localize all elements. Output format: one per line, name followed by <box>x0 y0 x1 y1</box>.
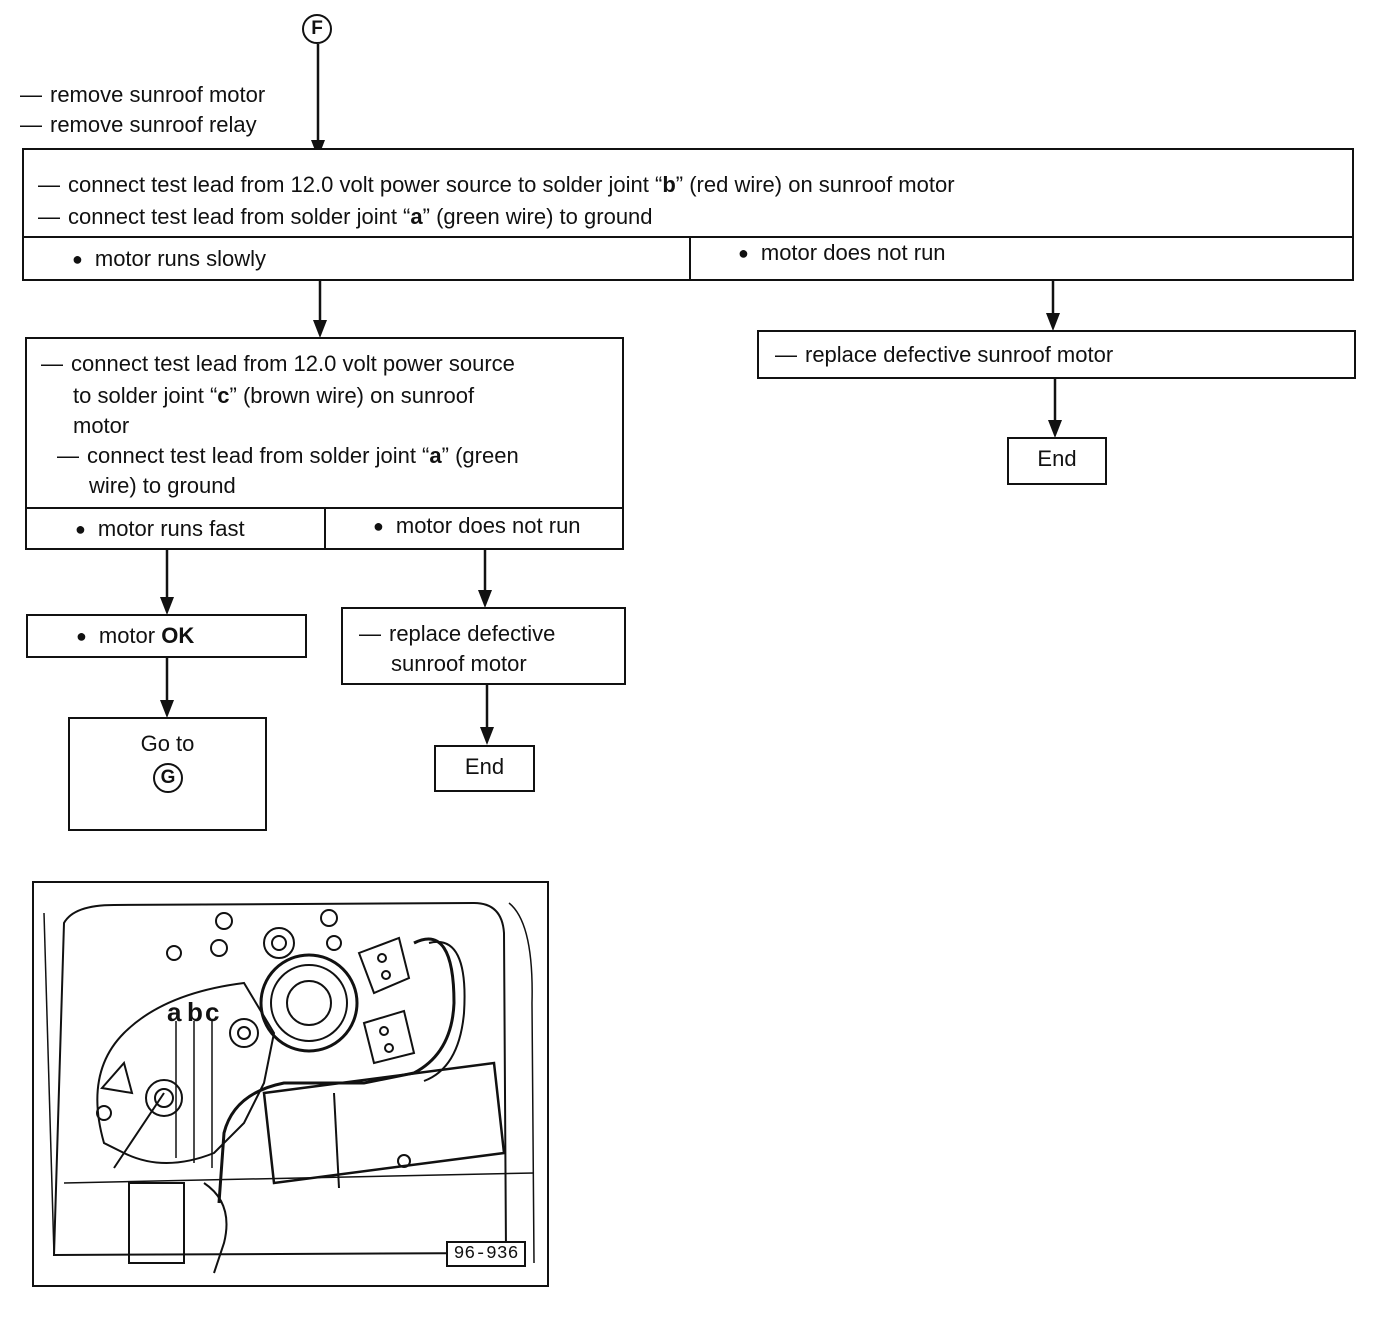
step2-line1b: to solder joint “c” (brown wire) on sunr… <box>73 383 475 408</box>
pre-step-remove-motor: remove sunroof motor <box>20 80 265 110</box>
step1-line-b: connect test lead from 12.0 volt power s… <box>38 170 955 200</box>
arrow-step2-left-to-motor-ok-head <box>160 597 174 615</box>
arrow-motor-ok-to-goto-head <box>160 700 174 718</box>
arrow-step1-left-to-step2-head <box>313 320 327 338</box>
arrow-step2-right-to-replace2-head <box>478 590 492 608</box>
step2-line2b: wire) to ground <box>89 473 236 498</box>
motor-ok-box: motor OK <box>26 614 307 658</box>
motor-ok-text: motor OK <box>76 621 194 652</box>
sunroof-motor-drawing: a b c <box>43 901 535 1274</box>
step1-line-a: connect test lead from solder joint “a” … <box>38 202 653 232</box>
goto-label: Go to <box>140 731 195 756</box>
replace1-box: replace defective sunroof motor <box>757 330 1356 379</box>
step2-line1a: connect test lead from 12.0 volt power s… <box>41 349 515 379</box>
solder-label-a: a <box>167 997 182 1027</box>
step2-line1c: motor <box>73 413 130 438</box>
step2-line2a: connect test lead from solder joint “a” … <box>57 441 519 471</box>
start-marker-f: F <box>302 14 332 44</box>
solder-label-c: c <box>205 997 219 1027</box>
arrow-replace1-to-end1-head <box>1048 420 1062 438</box>
step1-outcome-not-run: motor does not run <box>738 238 946 269</box>
arrow-replace2-to-end2-head <box>480 727 494 745</box>
replace2-box: replace defective sunroof motor <box>341 607 626 685</box>
sunroof-motor-photo: a b c <box>32 881 549 1287</box>
step1-outcome-slow: motor runs slowly <box>72 244 266 275</box>
step1-box: connect test lead from 12.0 volt power s… <box>22 148 1354 281</box>
pre-step-remove-relay: remove sunroof relay <box>20 110 257 140</box>
end2-box: End <box>434 745 535 792</box>
end1-box: End <box>1007 437 1107 485</box>
goto-marker-g: G <box>153 763 183 793</box>
replace2-line2: sunroof motor <box>391 651 527 676</box>
step2-outcome-fast: motor runs fast <box>75 514 245 545</box>
arrow-step1-right-to-replace1-head <box>1046 313 1060 331</box>
solder-label-b: b <box>187 997 203 1027</box>
step2-outcome-not-run: motor does not run <box>373 511 581 542</box>
figure-number: 96-936 <box>446 1241 526 1267</box>
replace2-line1: replace defective <box>359 619 555 649</box>
replace1-text: replace defective sunroof motor <box>775 340 1113 370</box>
step2-box: connect test lead from 12.0 volt power s… <box>25 337 624 550</box>
goto-box: Go to G <box>68 717 267 831</box>
